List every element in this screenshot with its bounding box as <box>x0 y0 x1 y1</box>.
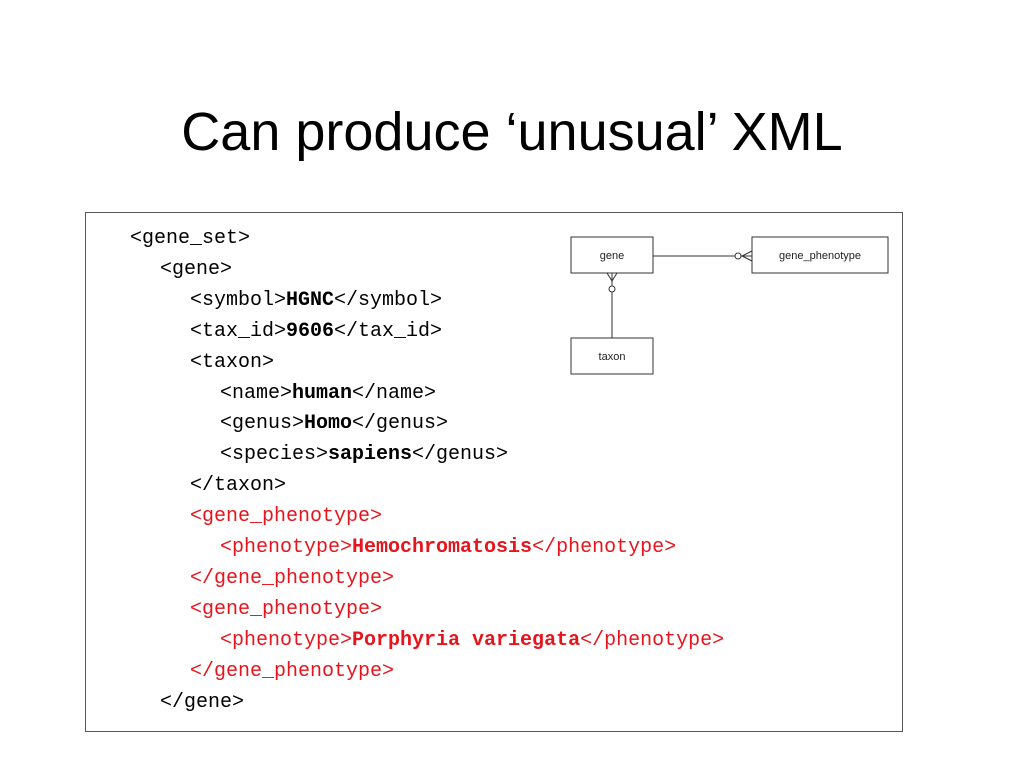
xml-line: <gene_set> <box>130 223 250 254</box>
gene-to-taxon-relation <box>606 272 618 338</box>
entity-relationship-diagram: gene gene_phenotype taxon <box>570 236 889 375</box>
gene-to-gene-phenotype-relation <box>653 250 753 262</box>
xml-close-tag: </name> <box>352 381 437 405</box>
xml-value: Porphyria variegata <box>352 628 581 652</box>
xml-open-tag: <species> <box>220 443 329 467</box>
xml-open-tag: <taxon> <box>190 350 275 374</box>
xml-line: <taxon> <box>190 347 274 378</box>
xml-open-tag: <phenotype> <box>220 536 353 559</box>
xml-line: <phenotype>Hemochromatosis</phenotype> <box>220 532 676 563</box>
xml-line: <phenotype>Porphyria variegata</phenotyp… <box>220 625 724 656</box>
gene-entity: gene <box>570 236 654 274</box>
gene-phenotype-entity: gene_phenotype <box>751 236 889 274</box>
xml-value: Homo <box>304 412 353 436</box>
xml-line: <gene_phenotype> <box>190 501 382 532</box>
xml-line: <gene> <box>160 254 232 285</box>
xml-line: <gene_phenotype> <box>190 594 382 625</box>
xml-open-tag: <gene_phenotype> <box>190 505 383 529</box>
xml-open-tag: <phenotype> <box>220 628 353 652</box>
xml-line: <symbol>HGNC</symbol> <box>190 285 442 316</box>
xml-line: <species>sapiens</genus> <box>220 439 508 470</box>
xml-close-tag: </genus> <box>352 412 449 436</box>
gene-phenotype-entity-label: gene_phenotype <box>779 250 861 262</box>
xml-value: sapiens <box>328 443 413 467</box>
xml-value: HGNC <box>286 288 335 312</box>
taxon-entity: taxon <box>570 337 654 375</box>
xml-close-tag: </symbol> <box>334 288 443 312</box>
xml-open-tag: </gene> <box>160 690 245 714</box>
xml-value: human <box>292 381 353 405</box>
xml-code-box: <gene_set><gene><symbol>HGNC</symbol><ta… <box>85 212 903 732</box>
xml-open-tag: <gene_set> <box>130 227 251 250</box>
xml-close-tag: </phenotype> <box>580 628 725 652</box>
slide-title: Can produce ‘unusual’ XML <box>181 102 843 162</box>
xml-open-tag: </taxon> <box>190 474 287 498</box>
xml-open-tag: <name> <box>220 381 293 405</box>
xml-open-tag: <gene> <box>160 257 233 281</box>
taxon-entity-label: taxon <box>599 351 626 363</box>
gene-entity-label: gene <box>600 250 624 262</box>
xml-close-tag: </genus> <box>412 443 509 467</box>
xml-open-tag: </gene_phenotype> <box>190 659 395 683</box>
xml-line: </gene> <box>160 687 244 718</box>
xml-close-tag: </tax_id> <box>334 319 443 343</box>
xml-line: </gene_phenotype> <box>190 563 394 594</box>
xml-line: </gene_phenotype> <box>190 656 394 687</box>
xml-open-tag: </gene_phenotype> <box>190 566 395 590</box>
xml-close-tag: </phenotype> <box>532 536 677 559</box>
xml-open-tag: <symbol> <box>190 288 287 312</box>
xml-open-tag: <genus> <box>220 412 305 436</box>
xml-line: <genus>Homo</genus> <box>220 408 448 439</box>
xml-line: <name>human</name> <box>220 378 436 409</box>
xml-value: 9606 <box>286 319 335 343</box>
xml-open-tag: <tax_id> <box>190 319 287 343</box>
xml-line: </taxon> <box>190 470 286 501</box>
xml-line: <tax_id>9606</tax_id> <box>190 316 442 347</box>
xml-open-tag: <gene_phenotype> <box>190 597 383 621</box>
xml-value: Hemochromatosis <box>352 536 533 559</box>
